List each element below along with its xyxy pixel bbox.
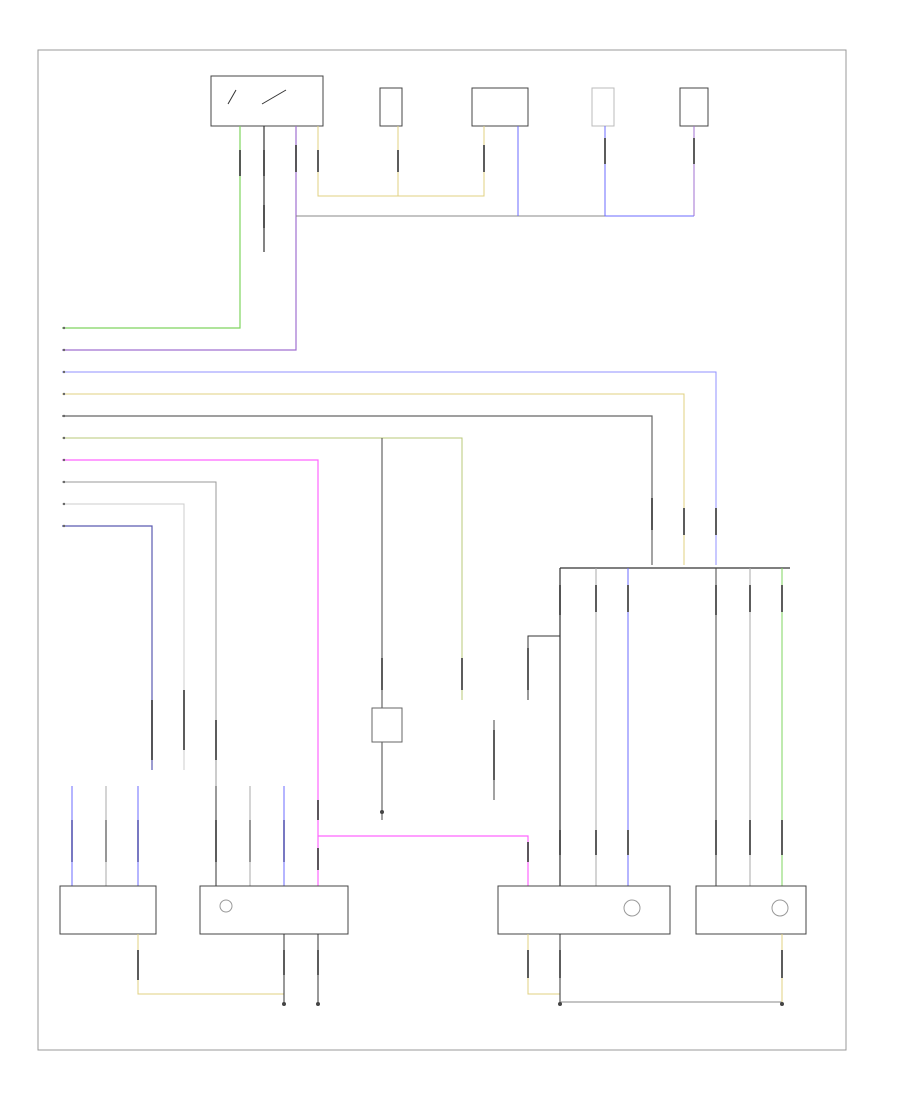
ground-ticks [137, 950, 783, 980]
diagram-frame [37, 49, 847, 1051]
ground-points [282, 1002, 784, 1006]
rear-lamp-left-outer [59, 885, 157, 935]
headlamp-switch [210, 75, 324, 127]
right-connector-ticks [381, 498, 783, 862]
rear-lamp-right-inner [497, 885, 671, 935]
trunk-lid-switch [471, 87, 529, 127]
top-wires [62, 126, 695, 351]
rear-lamp-left-inner [199, 885, 349, 935]
stop-lamp-switch [591, 87, 615, 127]
license-lamp [371, 707, 403, 814]
left-lamp-wires [71, 786, 285, 890]
bus-markers [62, 326, 66, 528]
rear-lamp-right-outer [695, 885, 807, 935]
turn-hazard-switch [679, 87, 709, 127]
left-connector-ticks [71, 690, 319, 870]
bus-lines [62, 371, 717, 890]
ground-wires [137, 934, 783, 1004]
top-connector-ticks [239, 138, 695, 228]
center-stop-lamp [379, 87, 403, 127]
